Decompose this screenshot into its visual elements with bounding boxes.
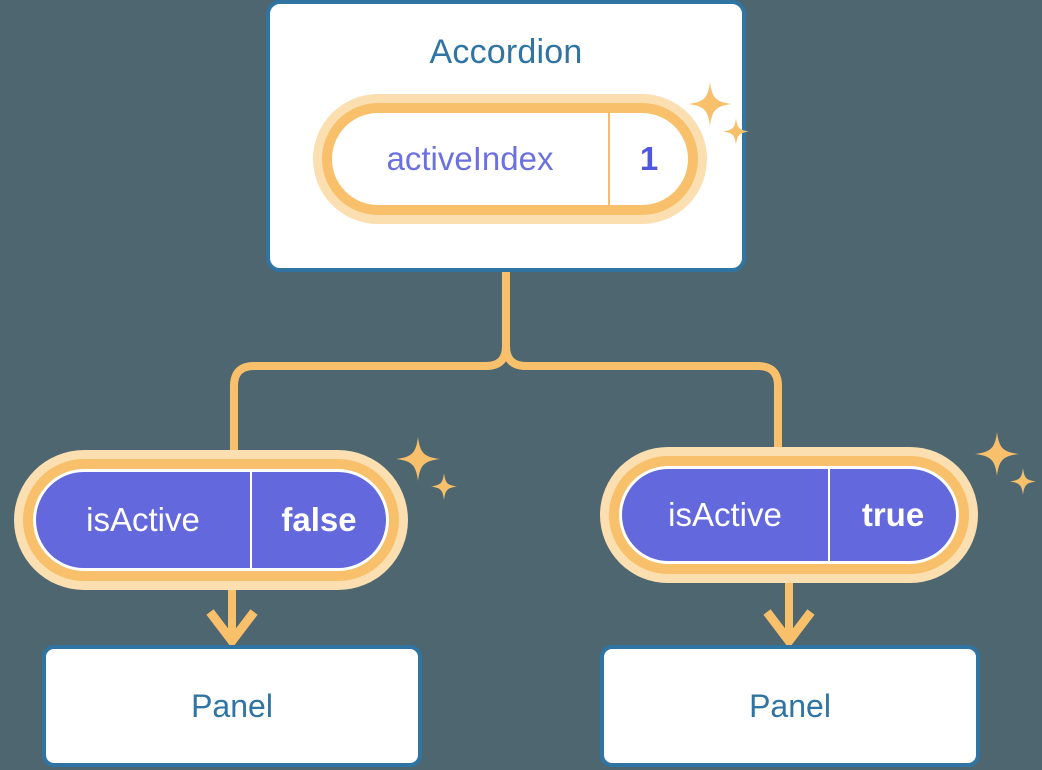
state-value-label: 1 xyxy=(639,140,659,177)
sparkle-group-true xyxy=(975,432,1041,502)
sparkle-small-icon xyxy=(1010,468,1036,495)
component-card-panel-right[interactable]: Panel xyxy=(600,645,980,767)
connector-branch-bar xyxy=(230,342,782,450)
state-key-label: isActive xyxy=(622,469,830,561)
pill-body: isActive true xyxy=(619,466,959,564)
pill-body: activeIndex 1 xyxy=(332,113,688,205)
state-pill-activeindex[interactable]: activeIndex 1 xyxy=(313,94,707,224)
state-pill-isactive-true[interactable]: isActive true xyxy=(600,447,978,583)
state-value-label: true xyxy=(861,496,925,533)
panel-title: Panel xyxy=(191,687,273,724)
pill-inner-fill: isActive false xyxy=(36,472,386,568)
state-key-label: isActive xyxy=(36,472,252,568)
sparkle-small-icon xyxy=(431,473,457,500)
pill-body: isActive false xyxy=(33,469,389,571)
component-card-panel-left[interactable]: Panel xyxy=(42,645,422,767)
state-key-label: activeIndex xyxy=(332,113,610,205)
state-pill-isactive-false[interactable]: isActive false xyxy=(14,450,408,590)
state-value-label: false xyxy=(281,501,357,538)
arrow-down-icon-right xyxy=(763,583,815,649)
sparkle-icon xyxy=(975,432,1019,476)
panel-title: Panel xyxy=(749,687,831,724)
page-title: Accordion xyxy=(429,33,583,71)
arrow-down-icon-left xyxy=(206,590,258,649)
component-card-accordion[interactable]: Accordion activeIndex 1 xyxy=(266,0,746,272)
pill-inner-fill: isActive true xyxy=(622,469,956,561)
